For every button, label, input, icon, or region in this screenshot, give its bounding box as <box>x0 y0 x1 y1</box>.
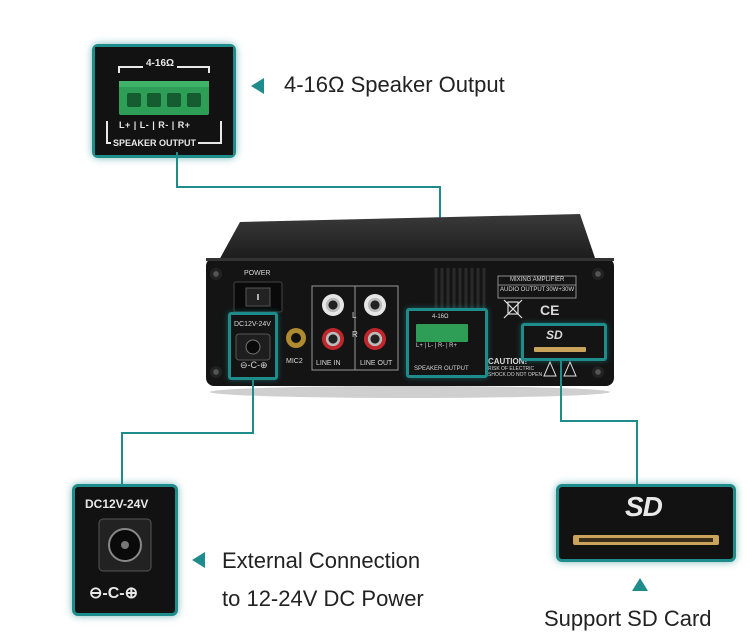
speaker-output-label: SPEAKER OUTPUT <box>414 366 469 372</box>
speaker-terminal-highlight <box>406 308 488 378</box>
screw-icon <box>210 366 222 378</box>
audio-output-value: 30W+30W <box>546 287 575 293</box>
sd-logo-device: SD <box>546 328 563 342</box>
speaker-terminal: 4-16Ω L+ | L- | R- | R+ <box>412 314 472 358</box>
screw-icon <box>592 268 604 280</box>
product-label: MIXING AMPLIFIER <box>510 277 565 283</box>
line-in-jack-l <box>322 294 344 316</box>
speaker-inset-label: SPEAKER OUTPUT <box>111 138 199 148</box>
sd-caption: Support SD Card <box>544 606 712 631</box>
power-connector-line-h <box>121 432 254 434</box>
sd-connector-line-v <box>560 358 562 422</box>
channel-r-label: R <box>352 330 358 339</box>
power-caption-line2: to 12-24V DC Power <box>222 586 424 611</box>
caution-line1: RISK OF ELECTRIC <box>488 366 535 372</box>
dc-jack-graphic <box>98 518 152 572</box>
power-connector-line-v2 <box>121 432 123 486</box>
sd-arrow-icon <box>632 578 648 591</box>
dc-polarity-icon: ⊖-C-⊕ <box>89 585 139 602</box>
line-out-jack-l <box>364 294 386 316</box>
speaker-inset-pins: L+ | L- | R- | R+ <box>119 120 191 130</box>
caution-title: CAUTION! <box>488 357 528 366</box>
speaker-arrow-icon <box>251 78 264 94</box>
screw-icon <box>592 366 604 378</box>
power-connector-line-v <box>252 378 254 434</box>
sd-logo: SD <box>625 491 663 522</box>
sd-inset: SD <box>556 484 736 562</box>
audio-output-label: AUDIO OUTPUT <box>500 287 546 293</box>
speaker-output-inset: 4-16Ω L+ | L- | R- | R+ SPEAKER OUTPUT <box>92 44 236 158</box>
power-inset: DC12V-24V ⊖-C-⊕ <box>72 484 178 616</box>
screw-icon <box>210 268 222 280</box>
line-in-jack-r <box>322 328 344 350</box>
speaker-output-caption: 4-16Ω Speaker Output <box>284 72 505 97</box>
line-out-jack-r <box>364 328 386 350</box>
amplifier-body <box>206 214 614 398</box>
dc-jack-highlight <box>228 312 278 380</box>
sd-connector-line-v2 <box>636 420 638 484</box>
line-out-label: LINE OUT <box>360 360 393 367</box>
channel-l-label: L <box>352 311 357 320</box>
amplifier-device: POWER DC12V-24V ⊖-C-⊕ MIC2 L R LINE IN L… <box>200 210 620 400</box>
power-caption-line1: External Connection <box>222 548 421 573</box>
speaker-terminal-ohm: 4-16Ω <box>432 314 449 320</box>
sd-connector-line-h <box>560 420 638 422</box>
speaker-connector-line <box>176 152 178 188</box>
dc-polarity-label: ⊖-C-⊕ <box>240 360 268 370</box>
power-label: POWER <box>244 270 271 277</box>
power-inset-label: DC12V-24V <box>85 497 149 511</box>
ce-mark: CE <box>540 302 560 318</box>
sd-slot-graphic <box>573 535 719 545</box>
speaker-inset-ohm: 4-16Ω <box>143 58 178 69</box>
mic-label: MIC2 <box>286 358 303 365</box>
speaker-connector-line-h <box>176 186 441 188</box>
speaker-terminal-pins: L+ | L- | R- | R+ <box>416 343 458 349</box>
caution-line2: SHOCK DO NOT OPEN <box>488 372 543 378</box>
dc-label: DC12V-24V <box>234 321 271 328</box>
power-arrow-icon <box>192 552 205 568</box>
sd-slot-highlight <box>521 323 607 361</box>
line-in-label: LINE IN <box>316 360 341 367</box>
